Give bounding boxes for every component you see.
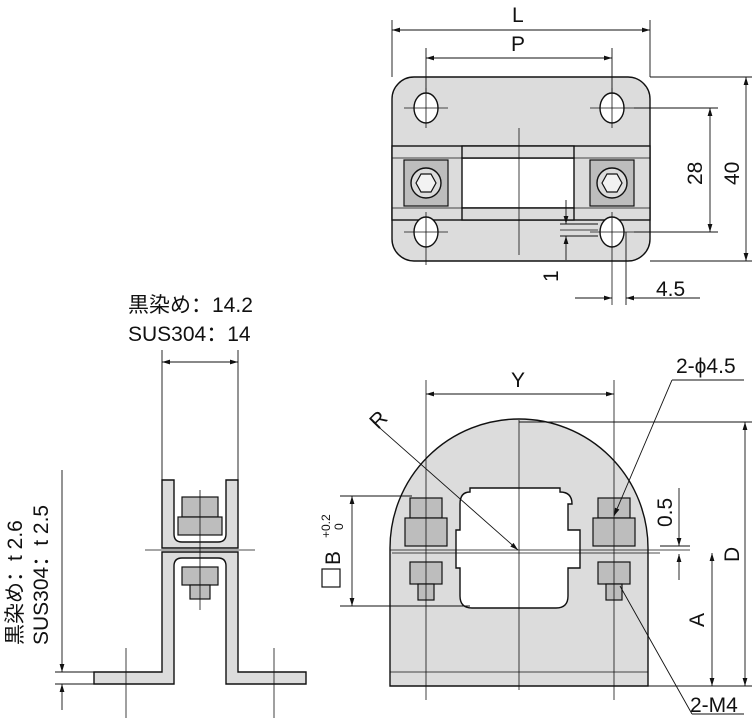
thickness-note-black: 黒染め：t 2.6 bbox=[4, 520, 27, 645]
dim-28-label: 28 bbox=[684, 162, 707, 185]
front-view: Y R 2-ϕ4.5 B +0.2 0 0.5 D A 2-M4 bbox=[319, 355, 752, 717]
top-view: L P 28 40 1 4.5 bbox=[391, 4, 752, 305]
dim-A-label: A bbox=[686, 613, 709, 627]
front-window bbox=[455, 487, 581, 609]
top-bolt-right bbox=[589, 159, 635, 207]
dim-Y-label: Y bbox=[511, 369, 525, 392]
dim-40-label: 40 bbox=[721, 162, 744, 185]
side-lower-bracket bbox=[93, 551, 307, 685]
top-bolt-left bbox=[403, 159, 449, 207]
dim-1-label: 1 bbox=[540, 270, 563, 282]
dim-L-label: L bbox=[512, 4, 524, 27]
hole-callout: 2-ϕ4.5 bbox=[676, 355, 736, 378]
dim-B-label: B bbox=[322, 551, 345, 565]
tap-callout: 2-M4 bbox=[690, 694, 738, 717]
side-upper-bracket bbox=[161, 479, 239, 549]
tolerance-upper: +0.2 bbox=[319, 514, 333, 538]
dim-P-label: P bbox=[511, 33, 525, 56]
dim-0-5-label: 0.5 bbox=[654, 498, 677, 527]
width-note-black: 黒染め：14.2 bbox=[128, 294, 253, 317]
tolerance-lower: 0 bbox=[332, 523, 346, 530]
thickness-note-sus: SUS304：t 2.5 bbox=[30, 505, 53, 645]
dim-D-label: D bbox=[721, 547, 744, 562]
dim-4-5-label: 4.5 bbox=[656, 278, 685, 301]
dim-R-label: R bbox=[365, 407, 392, 434]
square-symbol bbox=[321, 568, 341, 588]
width-note-sus: SUS304：14 bbox=[128, 323, 251, 346]
side-view: 黒染め：14.2 SUS304：14 黒染め：t 2.6 SUS3 bbox=[4, 294, 307, 718]
top-slot bbox=[461, 157, 575, 209]
